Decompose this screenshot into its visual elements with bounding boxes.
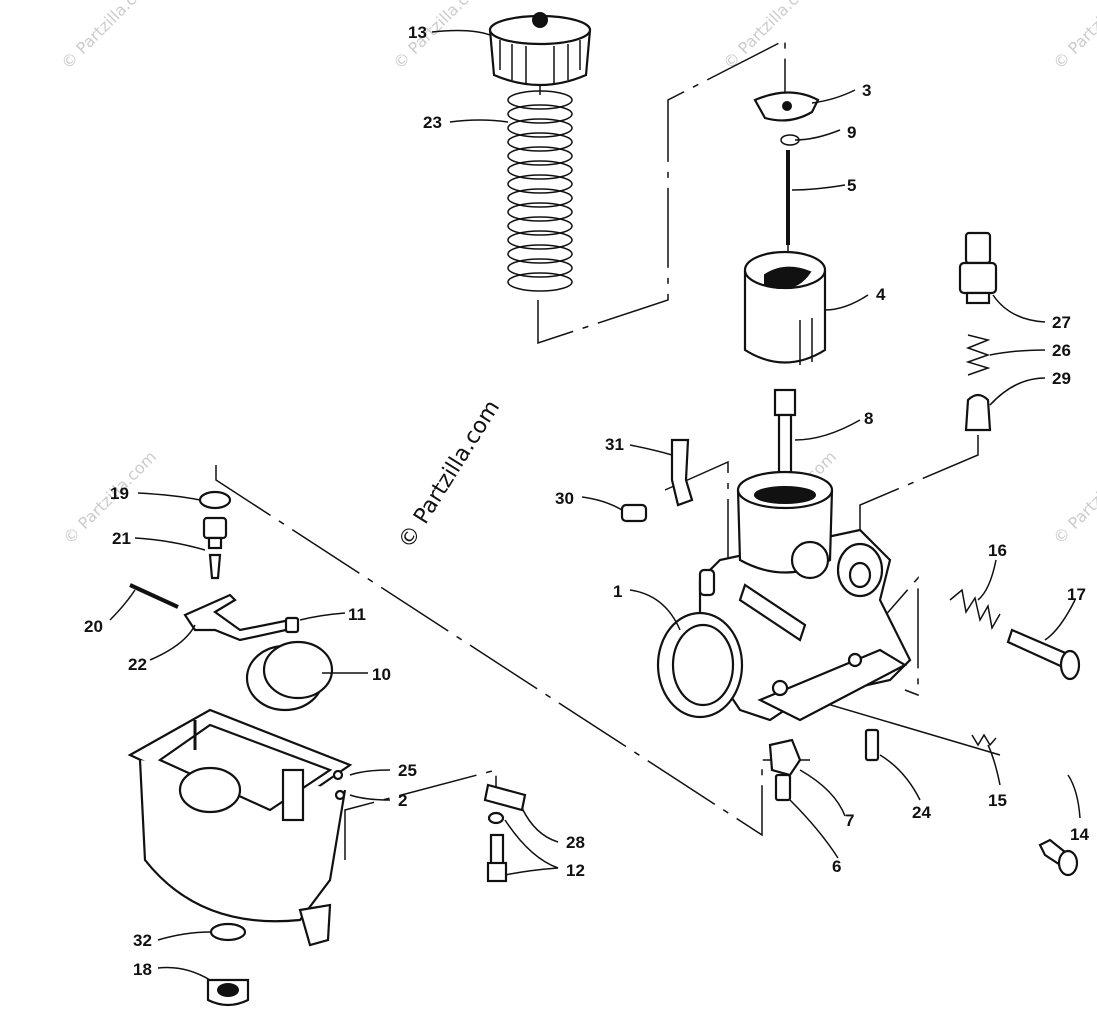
callout-31: 31 — [605, 435, 624, 454]
main-jet-set — [768, 728, 880, 802]
spring-group-line — [537, 38, 786, 345]
callout-32: 32 — [133, 931, 152, 950]
callout-27: 27 — [1052, 313, 1071, 332]
drain-plug — [206, 922, 250, 1007]
float-bowl — [127, 708, 353, 947]
callout-2: 2 — [398, 791, 407, 810]
callout-17: 17 — [1067, 585, 1086, 604]
starter-plunger — [958, 231, 998, 432]
idle-screw — [949, 588, 1081, 681]
callout-4: 4 — [876, 285, 886, 304]
callout-18: 18 — [133, 960, 152, 979]
callout-labels: 13 23 3 9 5 4 8 27 26 29 31 30 1 16 17 1… — [84, 23, 1089, 979]
callout-20: 20 — [84, 617, 103, 636]
callout-23: 23 — [423, 113, 442, 132]
float-valve-set — [129, 490, 297, 642]
callout-21: 21 — [112, 529, 131, 548]
bowl-screw-line — [344, 769, 497, 860]
callout-3: 3 — [862, 81, 871, 100]
throttle-spring — [507, 85, 573, 292]
pilot-screw — [971, 733, 1079, 877]
watermark-7: © Partzilla.com — [1049, 447, 1097, 548]
watermark-3: © Partzilla.com — [719, 0, 820, 73]
callout-25: 25 — [398, 761, 417, 780]
callout-5: 5 — [847, 176, 856, 195]
watermark-4: © Partzilla.com — [1049, 0, 1097, 73]
callout-30: 30 — [555, 489, 574, 508]
throttle-slide — [743, 250, 827, 365]
needle-set — [753, 91, 820, 265]
float — [245, 616, 334, 712]
callout-11: 11 — [348, 605, 366, 624]
callout-29: 29 — [1052, 369, 1071, 388]
callout-15: 15 — [988, 791, 1007, 810]
callout-12: 12 — [566, 861, 585, 880]
callout-28: 28 — [566, 833, 585, 852]
top-cap — [488, 12, 592, 87]
callout-6: 6 — [832, 857, 841, 876]
callout-8: 8 — [864, 409, 873, 428]
callout-22: 22 — [128, 655, 147, 674]
callout-9: 9 — [847, 123, 856, 142]
leader-lines — [109, 29, 1081, 981]
callout-13: 13 — [408, 23, 427, 42]
watermark-main: © Partzilla.com — [394, 396, 505, 553]
callout-19: 19 — [110, 484, 129, 503]
watermark-1: © Partzilla.com — [57, 0, 158, 73]
watermark-2: © Partzilla.com — [389, 0, 490, 73]
callout-10: 10 — [372, 665, 391, 684]
faint-watermarks: © Partzilla.com © Partzilla.com © Partzi… — [57, 0, 1097, 548]
callout-24: 24 — [912, 803, 931, 822]
carburetor-body — [656, 470, 912, 722]
cable-bracket — [620, 438, 694, 523]
callout-16: 16 — [988, 541, 1007, 560]
starter-line — [859, 435, 979, 560]
callout-1: 1 — [613, 582, 622, 601]
bowl-screw-set — [483, 783, 527, 883]
callout-26: 26 — [1052, 341, 1071, 360]
callout-14: 14 — [1070, 825, 1089, 844]
callout-7: 7 — [845, 811, 854, 830]
